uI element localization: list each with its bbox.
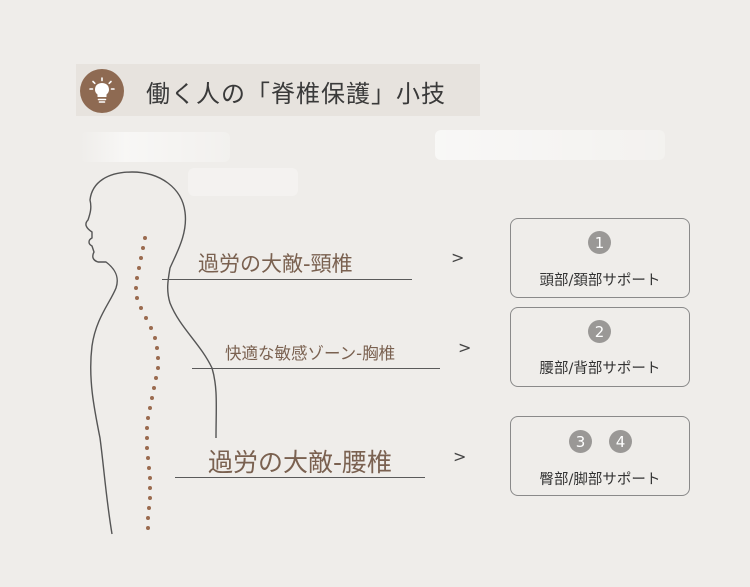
- callout-label-lumbar: 過労の大敵-腰椎: [208, 448, 393, 477]
- card-waist-back[interactable]: 2 腰部/背部サポート: [510, 307, 690, 387]
- callout-label-thoracic: 快適な敏感ゾーン-胸椎: [225, 344, 396, 363]
- human-silhouette: [85, 171, 218, 535]
- card-text-waist-back: 腰部/背部サポート: [539, 361, 661, 377]
- badge-2: 2: [588, 320, 611, 343]
- page-title: 働く人の「脊椎保護」小技: [146, 80, 446, 108]
- callout-line-thoracic: [192, 368, 440, 369]
- header-bar: [76, 64, 480, 116]
- ghost-decoration-mid: [188, 168, 298, 196]
- callout-label-cervical: 過労の大敵-頸椎: [198, 252, 353, 276]
- lightbulb-icon: [80, 69, 124, 113]
- ghost-decoration-left: [80, 132, 230, 162]
- callout-line-cervical: [162, 279, 412, 280]
- card-hip-leg[interactable]: 3 4 臀部/脚部サポート: [510, 416, 690, 496]
- spine-dots: [134, 236, 160, 530]
- badge-1: 1: [588, 231, 611, 254]
- badge-4: 4: [609, 430, 632, 453]
- callout-line-lumbar: [175, 477, 425, 478]
- ghost-decoration-right: [435, 130, 665, 160]
- card-text-head-neck: 頭部/頚部サポート: [539, 273, 661, 289]
- arrow-icon-cervical: >: [451, 248, 465, 267]
- badge-3: 3: [569, 430, 592, 453]
- arrow-icon-lumbar: >: [453, 447, 467, 466]
- card-head-neck[interactable]: 1 頭部/頚部サポート: [510, 218, 690, 298]
- card-text-hip-leg: 臀部/脚部サポート: [539, 472, 661, 488]
- arrow-icon-thoracic: >: [458, 338, 472, 357]
